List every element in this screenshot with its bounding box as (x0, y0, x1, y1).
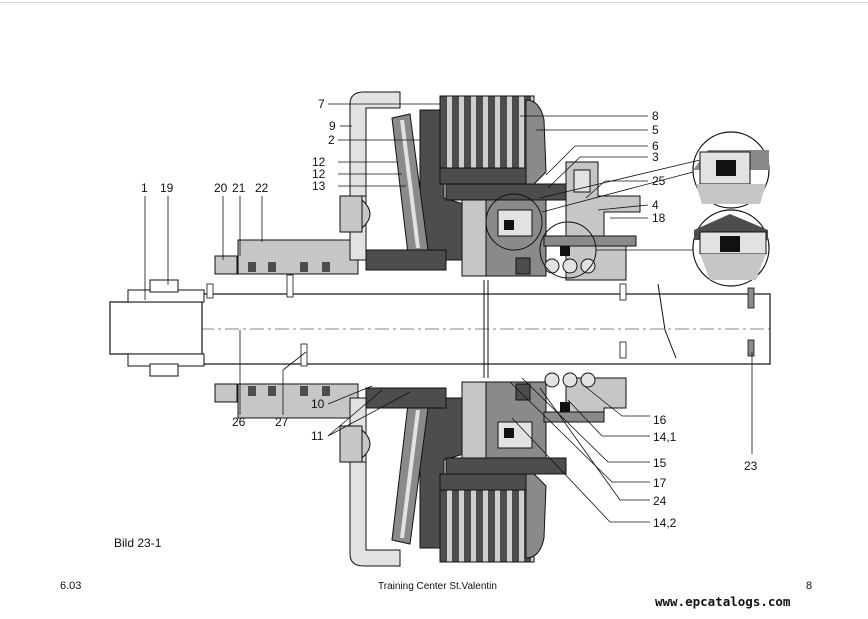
label-4: 4 (652, 198, 659, 212)
label-8: 8 (652, 109, 659, 123)
label-7: 7 (318, 97, 325, 111)
upper-assembly (214, 91, 641, 281)
top-border-line (0, 2, 868, 3)
label-25: 25 (652, 174, 666, 188)
lower-assembly (214, 372, 627, 567)
label-14-2: 14,2 (653, 516, 677, 530)
footer-center-text: Training Center St.Valentin (378, 581, 497, 592)
label-16: 16 (653, 413, 667, 427)
label-10: 10 (311, 397, 325, 411)
label-3: 3 (652, 150, 659, 164)
label-22: 22 (255, 181, 269, 195)
watermark: www.epcatalogs.com (655, 594, 791, 609)
label-5: 5 (652, 123, 659, 137)
label-15: 15 (653, 456, 667, 470)
label-13: 13 (312, 179, 326, 193)
label-9: 9 (329, 119, 336, 133)
detail-zoom-lower (596, 209, 770, 287)
label-27: 27 (275, 415, 289, 429)
label-17: 17 (653, 476, 667, 490)
footer-date: 6.03 (60, 580, 82, 592)
label-2: 2 (328, 133, 335, 147)
label-26: 26 (232, 415, 246, 429)
label-1: 1 (141, 181, 148, 195)
label-19: 19 (160, 181, 174, 195)
label-12b: 12 (312, 167, 326, 181)
detail-zoom-upper (539, 131, 770, 213)
label-23: 23 (744, 459, 758, 473)
footer-page-number: 8 (806, 580, 813, 592)
label-6: 6 (652, 139, 659, 153)
label-24: 24 (653, 494, 667, 508)
label-11: 11 (311, 429, 324, 443)
part-labels: 7 9 2 12 12 13 8 5 6 3 25 4 18 1 19 20 2… (141, 97, 758, 530)
label-20: 20 (214, 181, 228, 195)
label-14-1: 14,1 (653, 430, 677, 444)
figure-caption: Bild 23-1 (114, 536, 162, 550)
label-18: 18 (652, 211, 666, 225)
label-21: 21 (232, 181, 246, 195)
leader-lines (144, 103, 753, 523)
label-12a: 12 (312, 155, 326, 169)
main-shaft (109, 274, 771, 378)
